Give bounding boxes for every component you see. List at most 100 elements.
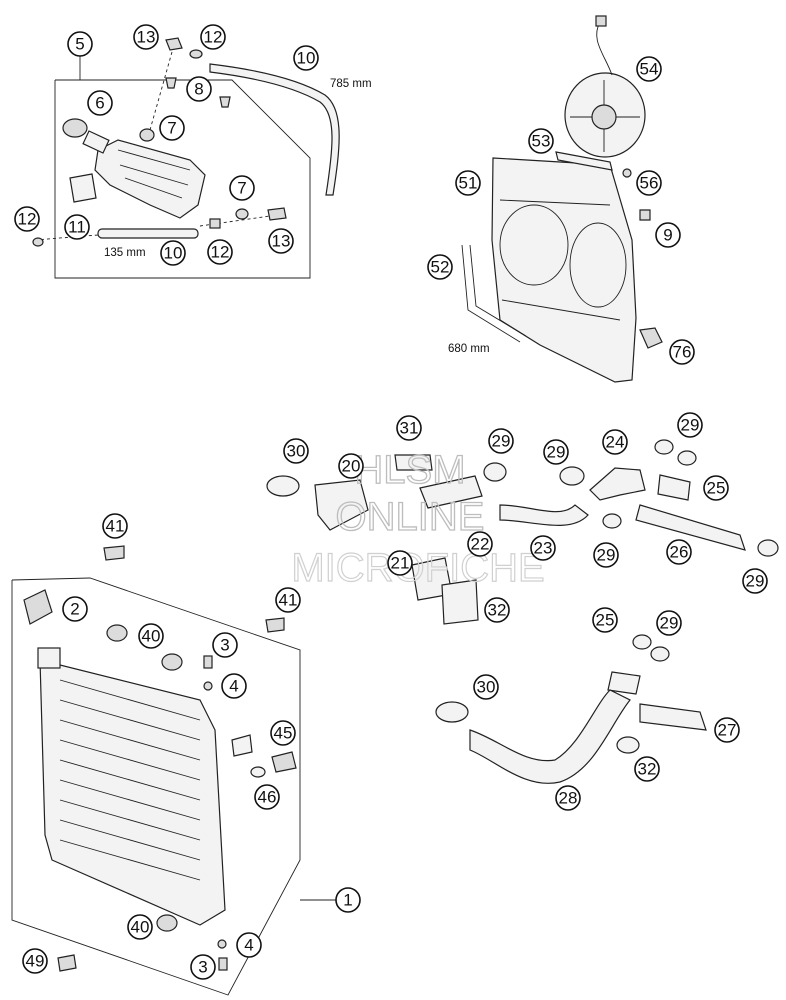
lower-hoses-group xyxy=(435,634,707,784)
svg-text:27: 27 xyxy=(718,721,737,740)
dash-vertical xyxy=(149,51,173,131)
callout-6: 6 xyxy=(87,90,113,116)
fan-hub xyxy=(591,104,617,130)
measure-680: 680 mm xyxy=(448,343,490,355)
svg-text:6: 6 xyxy=(95,94,104,113)
svg-text:21: 21 xyxy=(391,554,410,573)
svg-text:40: 40 xyxy=(142,627,161,646)
callout-29-c: 29 xyxy=(677,412,703,438)
callout-41-left: 41 xyxy=(102,513,128,539)
svg-text:20: 20 xyxy=(342,457,361,476)
svg-text:53: 53 xyxy=(532,132,551,151)
svg-text:23: 23 xyxy=(534,539,553,558)
grommet-40-upper xyxy=(106,624,128,642)
callout-53: 53 xyxy=(528,128,554,154)
oring-46 xyxy=(250,766,266,778)
svg-text:1: 1 xyxy=(343,891,352,910)
clamp-32-lower xyxy=(616,736,640,754)
callout-21: 21 xyxy=(387,550,413,576)
svg-text:30: 30 xyxy=(477,678,496,697)
svg-text:24: 24 xyxy=(606,433,625,452)
shroud-ribs xyxy=(499,199,621,321)
edge-strip-52 xyxy=(461,244,527,343)
expansion-tank-group xyxy=(32,37,311,279)
svg-text:12: 12 xyxy=(211,243,230,262)
callout-5: 5 xyxy=(67,31,93,57)
hose-785 xyxy=(209,63,340,196)
screw-8-a xyxy=(165,77,177,89)
svg-text:49: 49 xyxy=(26,952,45,971)
svg-text:8: 8 xyxy=(194,80,203,99)
svg-text:11: 11 xyxy=(68,218,86,237)
callout-32-upper: 32 xyxy=(484,597,510,623)
fan-wire xyxy=(596,21,613,76)
svg-text:29: 29 xyxy=(492,432,511,451)
temp-sensor-45 xyxy=(271,751,297,773)
washer-7-lower xyxy=(235,208,249,220)
callout-49: 49 xyxy=(22,948,48,974)
radiator-fins xyxy=(59,679,201,881)
clamp-32-upper xyxy=(441,579,479,625)
callout-30-upper: 30 xyxy=(283,438,309,464)
radiator-group xyxy=(11,545,338,996)
fan-shroud xyxy=(491,157,637,383)
watermark-line2: ONLINE xyxy=(336,495,485,539)
callout-27: 27 xyxy=(714,717,740,743)
upper-hoses-group xyxy=(266,439,779,625)
svg-text:46: 46 xyxy=(258,788,277,807)
callout-29-a: 29 xyxy=(488,428,514,454)
callout-13-lower: 13 xyxy=(268,228,294,254)
callout-54: 54 xyxy=(636,56,662,82)
clamp-29-e xyxy=(757,539,779,557)
svg-text:9: 9 xyxy=(663,226,672,245)
svg-text:30: 30 xyxy=(287,442,306,461)
callout-52: 52 xyxy=(427,254,453,280)
svg-text:52: 52 xyxy=(431,258,450,277)
expansion-tank xyxy=(94,139,206,219)
watermark-line3: MICROFICHE xyxy=(291,546,544,590)
tank-label xyxy=(69,173,97,203)
svg-text:31: 31 xyxy=(400,419,419,438)
callout-40-lower: 40 xyxy=(127,914,153,940)
callout-3-lower: 3 xyxy=(190,954,216,980)
screw-41-right xyxy=(265,617,285,633)
svg-text:4: 4 xyxy=(229,677,238,696)
measure-785: 785 mm xyxy=(330,78,372,90)
svg-text:29: 29 xyxy=(547,443,566,462)
svg-text:12: 12 xyxy=(18,210,37,229)
clamp-12-left xyxy=(32,237,44,247)
callout-12-mid: 12 xyxy=(207,239,233,265)
callout-1: 1 xyxy=(335,887,361,913)
callout-30-lower: 30 xyxy=(473,674,499,700)
callout-11: 11 xyxy=(64,214,90,240)
callout-9: 9 xyxy=(655,222,681,248)
svg-text:3: 3 xyxy=(198,958,207,977)
clamp-12-upper xyxy=(189,49,203,59)
callout-41-right: 41 xyxy=(275,587,301,613)
svg-text:45: 45 xyxy=(274,724,293,743)
hose-25-upper xyxy=(657,474,691,501)
screw-49 xyxy=(57,954,77,972)
clamp-29-b xyxy=(559,466,585,486)
clamp-31 xyxy=(394,454,433,471)
screw-3-upper xyxy=(203,655,213,669)
svg-text:7: 7 xyxy=(237,179,246,198)
callout-22: 22 xyxy=(467,531,493,557)
group-frame-1 xyxy=(11,577,301,996)
svg-text:29: 29 xyxy=(660,614,679,633)
plate-53 xyxy=(555,151,613,171)
washer-7-upper xyxy=(139,128,155,142)
callout-7-lower: 7 xyxy=(229,175,255,201)
callout-24: 24 xyxy=(602,429,628,455)
callout-56: 56 xyxy=(636,170,662,196)
measure-135: 135 mm xyxy=(104,247,146,259)
svg-text:10: 10 xyxy=(297,49,316,68)
screw-8-b xyxy=(219,96,231,108)
svg-text:41: 41 xyxy=(279,591,298,610)
svg-text:10: 10 xyxy=(164,244,183,263)
clamp-29-f1 xyxy=(632,634,652,650)
svg-text:40: 40 xyxy=(131,918,150,937)
svg-text:76: 76 xyxy=(673,343,692,362)
svg-text:32: 32 xyxy=(638,760,657,779)
